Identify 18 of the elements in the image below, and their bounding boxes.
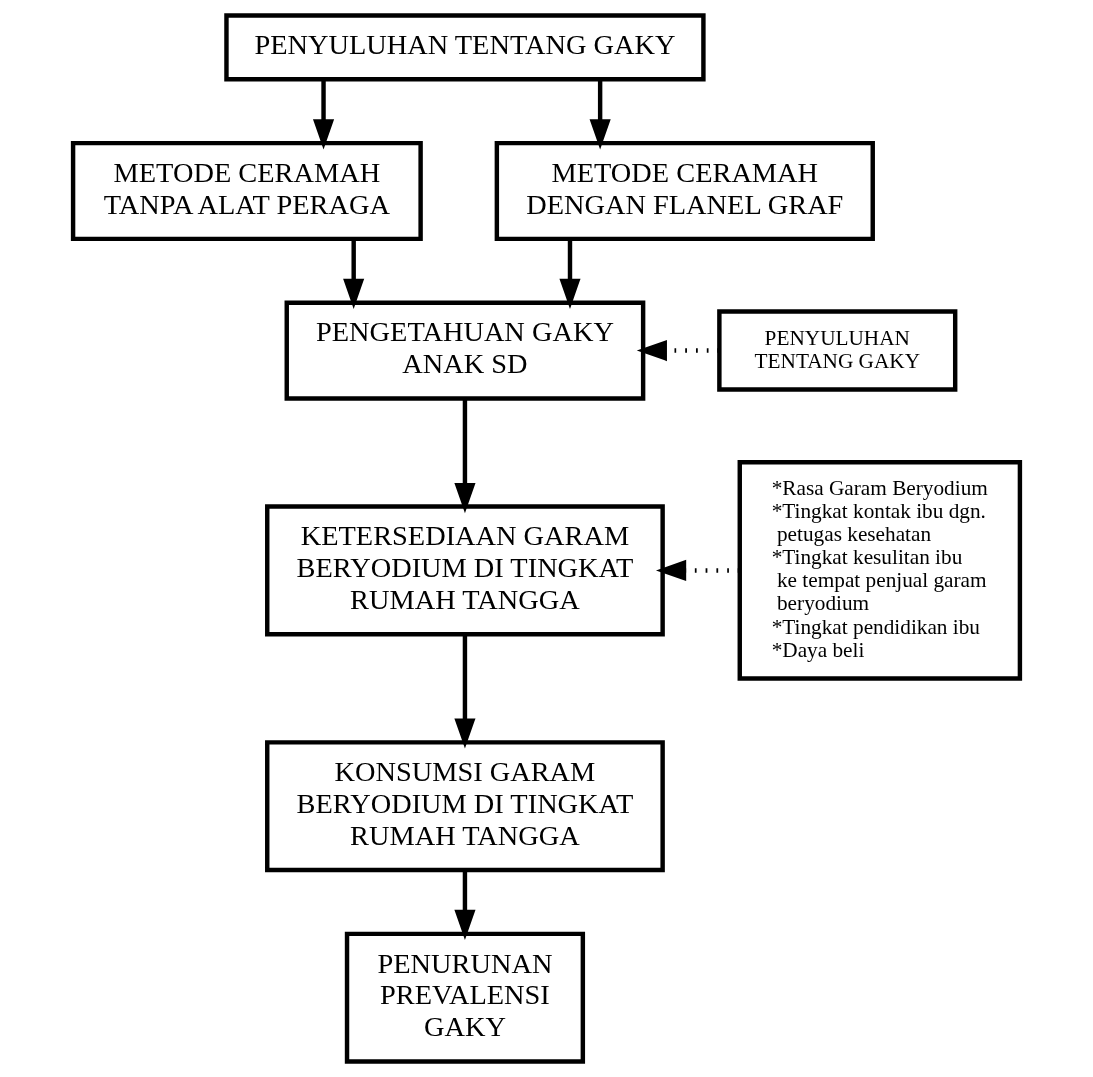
node-box: PENURUNAN PREVALENSI GAKY [344,931,586,1064]
arrow [656,559,740,581]
node-box: PENYULUHAN TENTANG GAKY [717,309,958,392]
node-box: METODE CERAMAH DENGAN FLANEL GRAF [494,140,875,242]
node-box: *Rasa Garam Beryodium *Tingkat kontak ibu dgn. petugas kesehatan *Tingkat kesulitan ibu ke tempat penjual garam beryodium *Tingkat pendidikan ibu *Daya beli [737,460,1023,681]
node-box: PENYULUHAN TENTANG GAKY [224,13,706,82]
arrow [636,340,719,362]
arrow [312,79,335,150]
arrow [454,398,476,514]
node-box: METODE CERAMAH TANPA ALAT PERAGA [70,140,423,242]
node-box: KONSUMSI GARAM BERYODIUM DI TINGKAT RUMAH TANGGA [265,740,665,873]
arrow [454,634,476,749]
node-box: KETERSEDIAAN GARAM BERYODIUM DI TINGKAT RUMAH TANGGA [265,504,665,637]
arrow [343,238,365,309]
node-box: PENGETAHUAN GAKY ANAK SD [284,300,646,401]
arrow [589,79,611,150]
arrow [454,870,476,940]
arrow [559,238,581,309]
